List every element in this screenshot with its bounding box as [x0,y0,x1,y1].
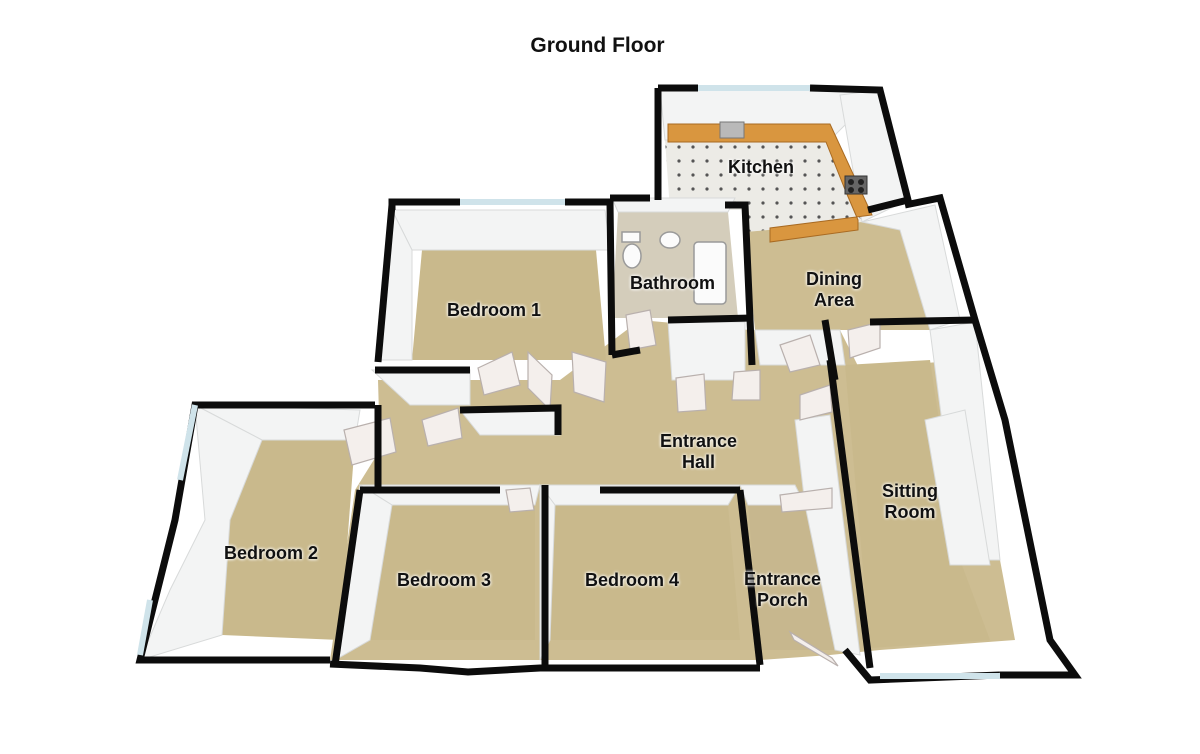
sitting-room-floor [845,360,990,648]
room-label-line: Bathroom [630,273,715,293]
room-label-bedroom-2: Bedroom 2 [224,543,318,564]
bedroom3-floor [370,505,535,640]
room-label-line: Entrance [660,431,738,451]
room-label-line: Entrance [744,569,822,589]
room-label-line: Porch [757,590,809,610]
room-label-bedroom-4: Bedroom 4 [585,570,679,591]
bedroom1-floor [412,250,606,360]
dining-floor [745,222,930,330]
floor-areas [222,140,1015,660]
room-label-line: Bedroom 1 [447,300,542,320]
room-label-sitting-room: Sitting Room [882,481,938,523]
room-label-line: Dining [806,269,862,289]
room-label-line: Bedroom 4 [585,570,680,590]
room-label-line: Bedroom 2 [224,543,319,563]
room-label-bedroom-3: Bedroom 3 [397,570,491,591]
room-label-entrance-porch: Entrance Porch [744,569,821,611]
room-label-entrance-hall: Entrance Hall [660,431,737,473]
room-label-line: Area [813,290,855,310]
doors [343,309,881,667]
room-label-bedroom-1: Bedroom 1 [447,300,541,321]
kitchen-worktop [667,121,873,243]
bedroom2-floor [222,440,355,640]
plan-title: Ground Floor [530,34,665,57]
windows [137,85,1000,679]
room-label-line: Sitting [882,481,938,501]
room-label-line: Room [884,502,936,522]
bathroom-fixtures [621,231,727,305]
room-label-line: Bedroom 3 [397,570,492,590]
room-label-line: Hall [682,452,716,472]
room-label-line: Kitchen [728,157,795,177]
bedroom4-floor [550,505,740,640]
room-label-bathroom: Bathroom [630,273,715,294]
room-label-kitchen: Kitchen [728,157,794,178]
entrance-porch-floor [748,505,835,650]
wall-faces [139,87,1001,661]
room-label-dining-area: Dining Area [806,269,862,311]
